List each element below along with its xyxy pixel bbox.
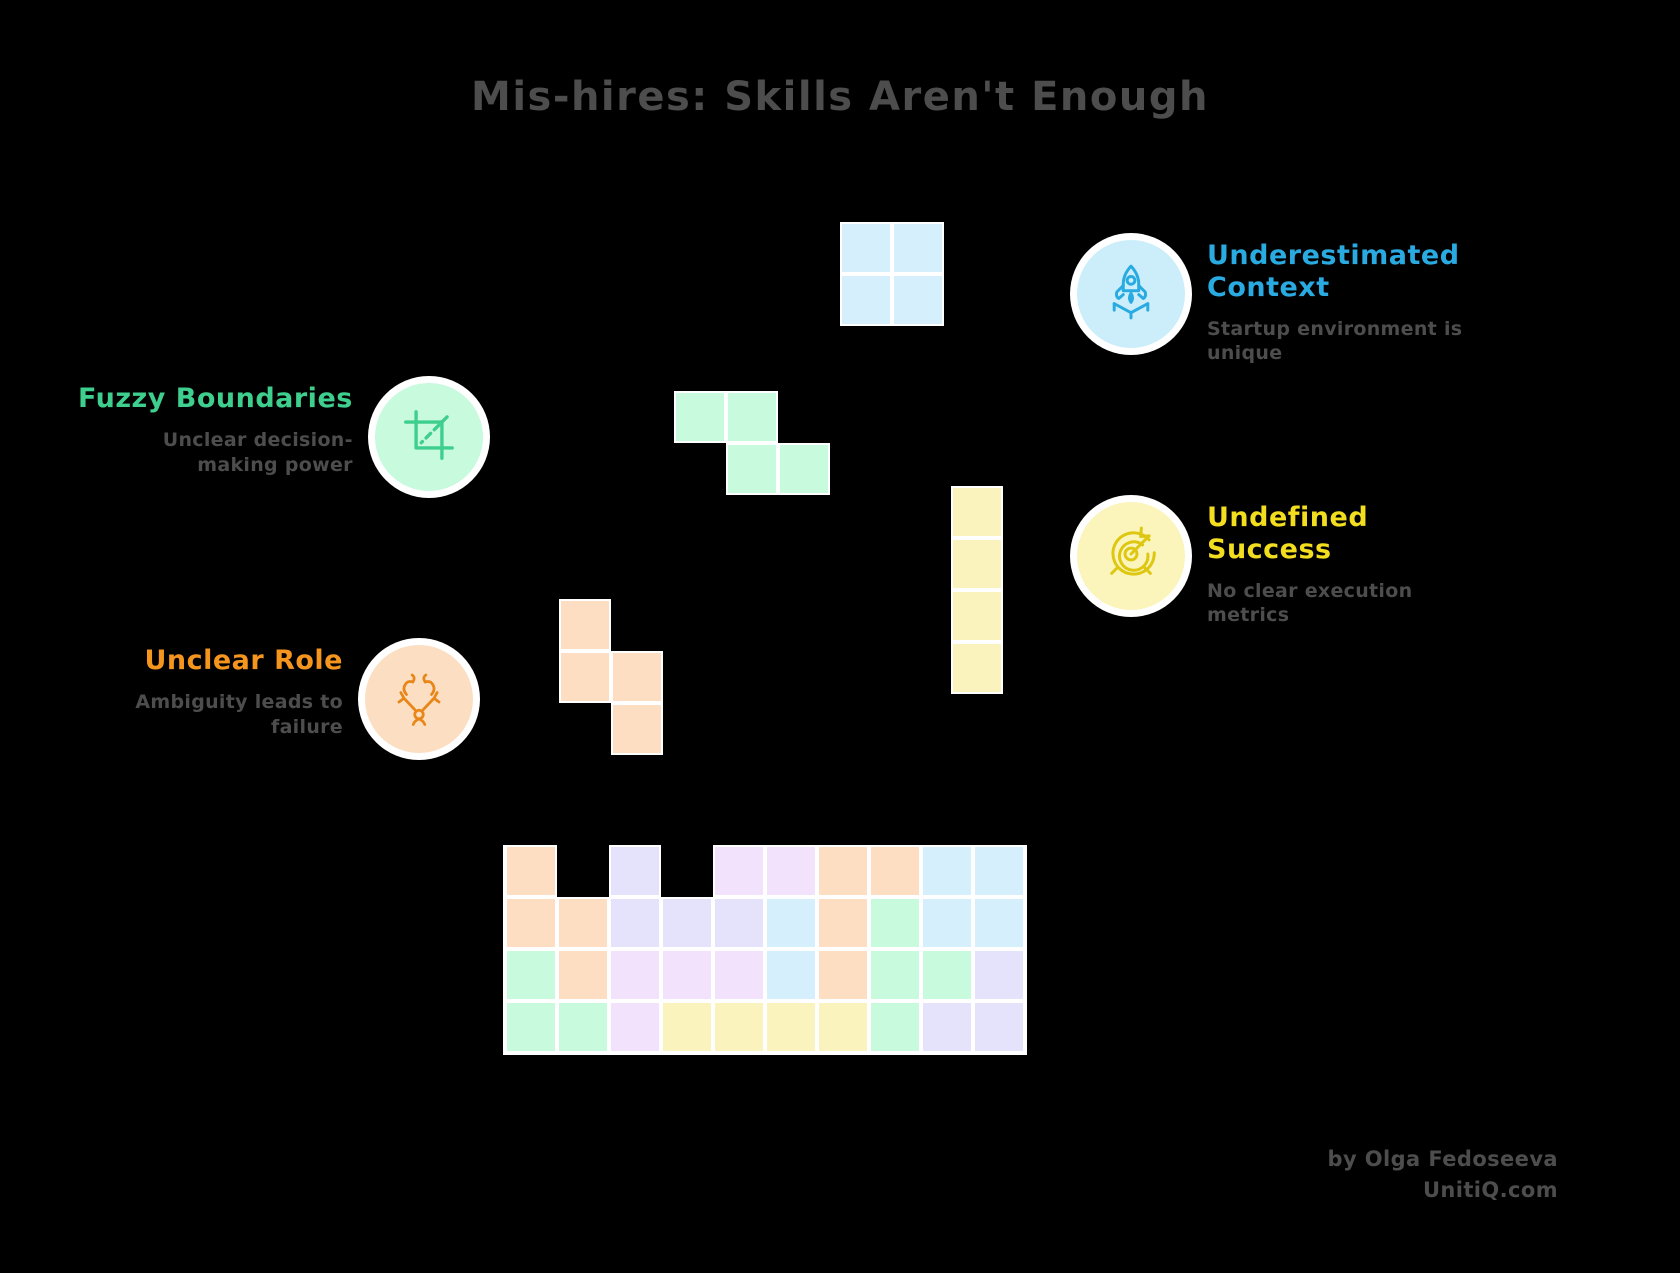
- tetris-stack-cell: [765, 1001, 817, 1053]
- tetris-stack-cell: [869, 949, 921, 1001]
- tetris-stack-cell: [921, 897, 973, 949]
- tetris-cell: [611, 703, 663, 755]
- confused-person-arrows-icon: [389, 667, 449, 731]
- tetris-stack-cell: [765, 845, 817, 897]
- tetris-stack-cell: [973, 897, 1025, 949]
- feature-icon-bubble-underestimated-context: [1077, 240, 1185, 348]
- tetris-stack-cell: [765, 949, 817, 1001]
- feature-description-undefined-success: No clear execution metrics: [1207, 579, 1413, 627]
- feature-text-unclear-role: Unclear Role Ambiguity leads to failure: [128, 645, 343, 739]
- tetris-stack-cell: [921, 949, 973, 1001]
- tetris-cell: [674, 391, 726, 443]
- tetris-stack-cell: [869, 845, 921, 897]
- feature-heading-undefined-success: Undefined Success: [1207, 502, 1369, 565]
- tetris-stack-cell: [817, 845, 869, 897]
- tetris-stack-cell: [973, 845, 1025, 897]
- feature-heading-fuzzy-boundaries: Fuzzy Boundaries: [78, 383, 353, 414]
- tetris-cell: [726, 391, 778, 443]
- tetris-stack-cell: [505, 845, 557, 897]
- feature-text-underestimated-context: Underestimated Context Startup environme…: [1207, 240, 1469, 366]
- tetris-cell: [892, 222, 944, 274]
- tetris-stack-cell: [869, 897, 921, 949]
- tetris-stack-grid: [503, 845, 1027, 1055]
- attribution-author: by Olga Fedoseeva: [1327, 1147, 1558, 1172]
- feature-heading-underestimated-context: Underestimated Context: [1207, 240, 1460, 303]
- tetris-stack-cell: [817, 897, 869, 949]
- tetris-cell: [951, 590, 1003, 642]
- feature-undefined-success: Undefined Success No clear execution met…: [1077, 502, 1457, 628]
- tetris-stack-cell: [505, 1001, 557, 1053]
- tetris-cell: [559, 599, 611, 651]
- tetris-stack-cell: [557, 1001, 609, 1053]
- tetris-stack-cell: [609, 897, 661, 949]
- crop-tool-icon: [398, 404, 460, 470]
- tetris-stack-cell: [661, 949, 713, 1001]
- tetris-stack-cell: [609, 1001, 661, 1053]
- tetris-cell: [951, 486, 1003, 538]
- feature-icon-bubble-fuzzy-boundaries: [374, 383, 483, 491]
- tetris-cell: [951, 538, 1003, 590]
- feature-description-unclear-role: Ambiguity leads to failure: [135, 690, 343, 738]
- tetris-cell: [611, 651, 663, 703]
- tetris-stack-cell: [505, 949, 557, 1001]
- tetris-stack-cell: [817, 1001, 869, 1053]
- tetris-stack-cell: [557, 897, 609, 949]
- tetris-stack-cell: [765, 897, 817, 949]
- tetris-stack-cell: [609, 949, 661, 1001]
- feature-text-undefined-success: Undefined Success No clear execution met…: [1207, 502, 1457, 628]
- tetris-cell: [951, 642, 1003, 694]
- feature-icon-bubble-undefined-success: [1077, 502, 1185, 610]
- tetris-cell: [840, 274, 892, 326]
- page-title: Mis-hires: Skills Aren't Enough: [471, 74, 1209, 120]
- tetris-stack-cell: [713, 1001, 765, 1053]
- tetris-cell: [840, 222, 892, 274]
- tetris-stack-cell: [869, 1001, 921, 1053]
- tetris-stack-cell: [661, 897, 713, 949]
- tetris-cell: [559, 651, 611, 703]
- tetris-stack-cell: [921, 1001, 973, 1053]
- feature-icon-bubble-unclear-role: [365, 645, 473, 753]
- tetris-cell: [726, 443, 778, 495]
- feature-text-fuzzy-boundaries: Fuzzy Boundaries Unclear decision-making…: [78, 383, 353, 477]
- attribution-site: UnitiQ.com: [1422, 1177, 1558, 1202]
- feature-description-underestimated-context: Startup environment is unique: [1207, 317, 1463, 365]
- feature-underestimated-context: Underestimated Context Startup environme…: [1077, 240, 1469, 366]
- rocket-launchpad-icon: [1100, 261, 1162, 327]
- tetris-stack-cell: [973, 1001, 1025, 1053]
- feature-heading-unclear-role: Unclear Role: [144, 645, 343, 676]
- attribution: by Olga Fedoseeva UnitiQ.com: [1328, 1144, 1558, 1205]
- tetris-stack-cell: [557, 949, 609, 1001]
- tetris-stack-cell: [817, 949, 869, 1001]
- feature-description-fuzzy-boundaries: Unclear decision-making power: [162, 428, 353, 476]
- tetris-stack-cell: [921, 845, 973, 897]
- tetris-stack-cell: [505, 897, 557, 949]
- target-arrow-icon: [1100, 523, 1162, 589]
- tetris-cell: [892, 274, 944, 326]
- tetris-cell: [778, 443, 830, 495]
- feature-unclear-role: Unclear Role Ambiguity leads to failure: [128, 645, 473, 753]
- tetris-stack-cell: [661, 1001, 713, 1053]
- tetris-stack-cell: [713, 949, 765, 1001]
- tetris-stack-cell: [713, 897, 765, 949]
- tetris-stack-cell: [609, 845, 661, 897]
- feature-fuzzy-boundaries: Fuzzy Boundaries Unclear decision-making…: [78, 383, 483, 491]
- tetris-stack-cell: [713, 845, 765, 897]
- tetris-stack-cell: [973, 949, 1025, 1001]
